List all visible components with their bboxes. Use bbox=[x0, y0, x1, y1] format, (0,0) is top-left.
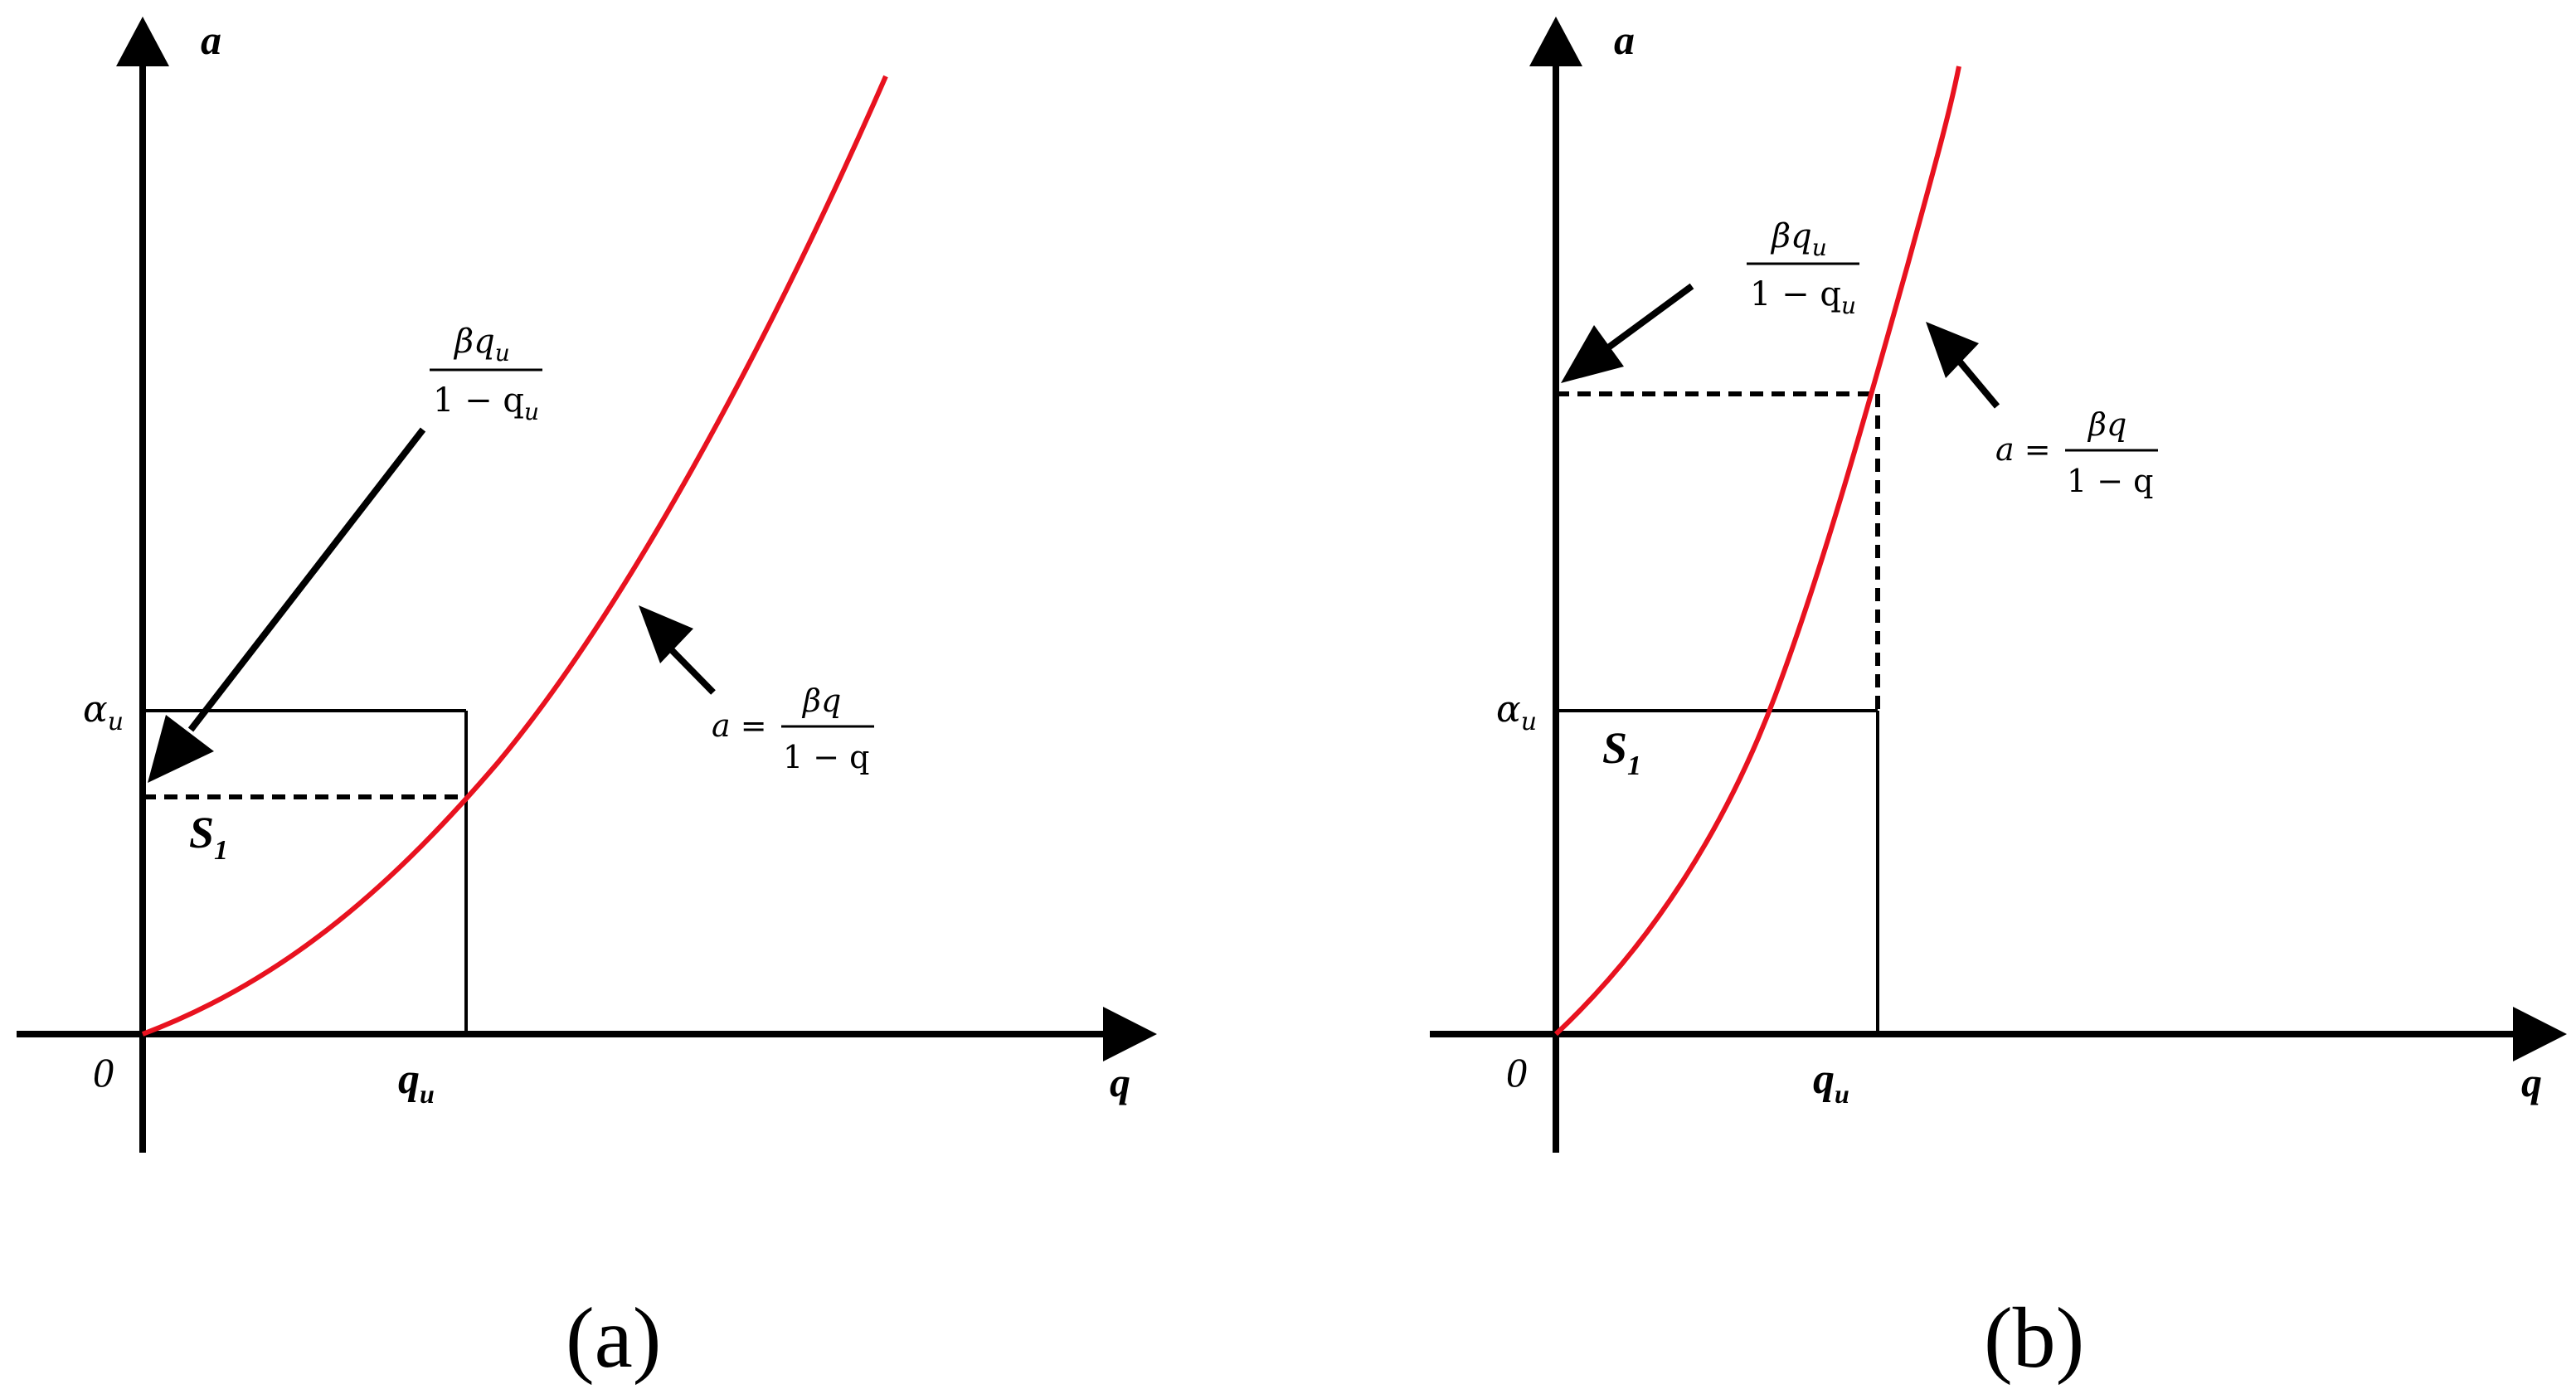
curve-a-equals-bq-over-1-minus-q bbox=[1553, 66, 1961, 1037]
qu-label: qu bbox=[1813, 1056, 1849, 1109]
panel-a: a q 0 qu αu S1 βqu 1 − qu a = βq 1 − q bbox=[17, 17, 1157, 1386]
curve-fraction-prefix: a = bbox=[712, 707, 767, 744]
upper-fraction: βqu 1 − qu bbox=[1747, 217, 1859, 319]
curve-fraction: a = βq 1 − q bbox=[712, 682, 874, 775]
curve-fraction-numerator: βq bbox=[801, 682, 841, 719]
upper-fraction-denominator: 1 − qu bbox=[433, 381, 539, 425]
y-axis-arrowhead bbox=[1529, 17, 1582, 66]
curve-fraction: a = βq 1 − q bbox=[1995, 406, 2158, 499]
curve-fraction-numerator: βq bbox=[2087, 406, 2126, 443]
qu-label: qu bbox=[398, 1056, 435, 1109]
curve-fraction-denominator: 1 − q bbox=[2067, 463, 2154, 499]
y-axis-label: a bbox=[201, 17, 221, 63]
arrow-upper-fraction-head bbox=[1561, 325, 1624, 383]
arrow-upper-fraction bbox=[1605, 283, 1694, 352]
x-axis-arrowhead bbox=[2513, 1007, 2567, 1061]
arrow-curve-label bbox=[1956, 358, 2000, 409]
upper-fraction-numerator: βqu bbox=[1770, 217, 1827, 261]
upper-fraction-numerator: βqu bbox=[453, 323, 510, 367]
arrow-curve-label-head bbox=[1926, 322, 1979, 378]
curve-fraction-denominator: 1 − q bbox=[783, 739, 870, 775]
x-axis-label: q bbox=[1110, 1059, 1130, 1105]
arrow-upper-fraction bbox=[187, 427, 426, 732]
y-axis-arrowhead bbox=[116, 17, 169, 66]
panel-caption-a: (a) bbox=[566, 1290, 661, 1386]
origin-label: 0 bbox=[93, 1049, 114, 1095]
upper-fraction-denominator: 1 − qu bbox=[1750, 275, 1856, 319]
alpha-u-label: αu bbox=[83, 688, 124, 736]
arrow-upper-fraction-head bbox=[148, 715, 214, 783]
curve-a-equals-bq-over-1-minus-q bbox=[141, 75, 888, 1037]
alpha-u-label: αu bbox=[1496, 688, 1537, 736]
y-axis-label: a bbox=[1614, 17, 1635, 63]
region-s1-label: S1 bbox=[189, 808, 228, 866]
x-axis-label: q bbox=[2521, 1059, 2542, 1105]
panel-caption-b: (b) bbox=[1984, 1290, 2084, 1386]
origin-label: 0 bbox=[1506, 1049, 1527, 1095]
x-axis-arrowhead bbox=[1103, 1007, 1157, 1061]
region-s1-label: S1 bbox=[1602, 723, 1641, 781]
upper-fraction: βqu 1 − qu bbox=[430, 323, 542, 425]
arrow-curve-label bbox=[668, 646, 716, 695]
arrow-curve-label-head bbox=[639, 605, 693, 663]
panel-b: a q 0 qu αu S1 βqu 1 − qu a = βq 1 − q bbox=[1430, 17, 2567, 1386]
curve-fraction-prefix: a = bbox=[1995, 431, 2051, 468]
